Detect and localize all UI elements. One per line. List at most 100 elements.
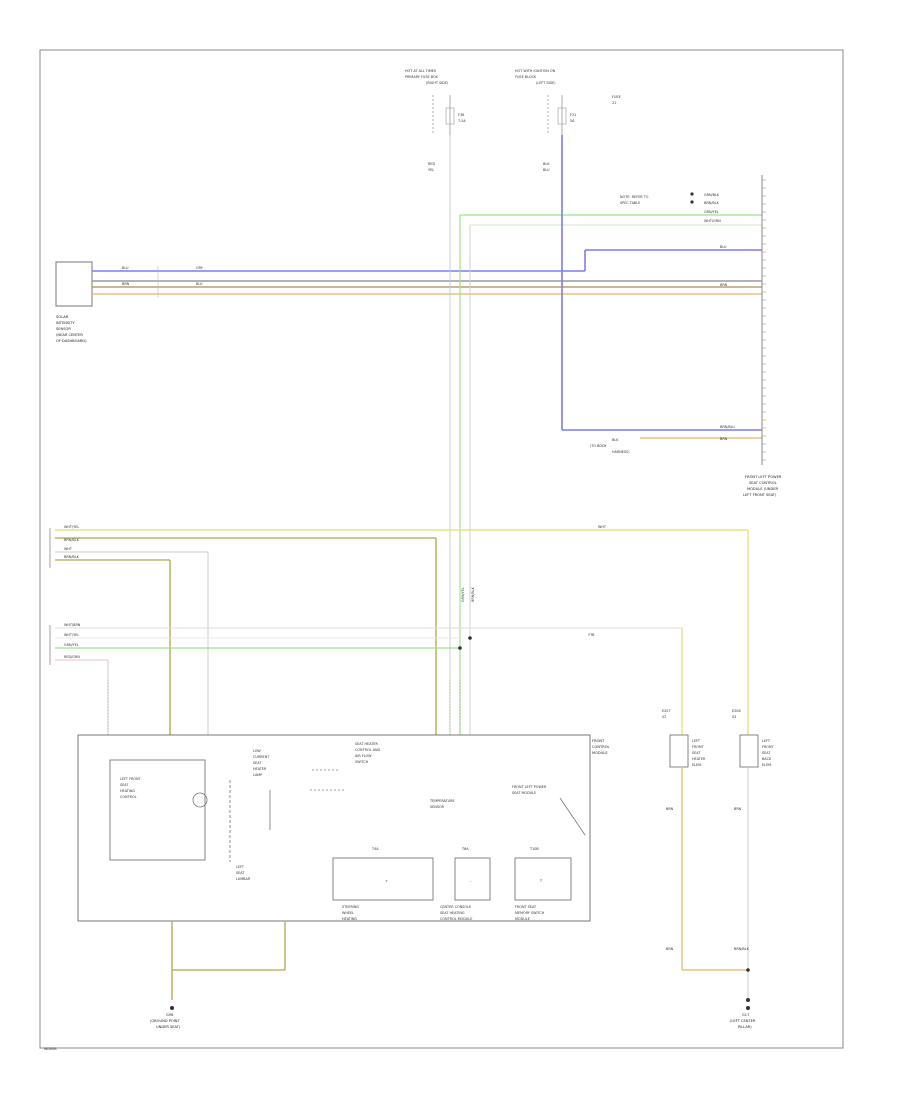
svg-text:S2: S2	[662, 715, 666, 719]
box3-n1: FRONT SEAT	[515, 905, 537, 909]
box2-n3: CONTROL MODULE	[440, 917, 472, 921]
fuse-right-note2: 21	[612, 101, 616, 105]
module-title-3: MODULE	[592, 751, 608, 755]
box-tag-2: T6A	[461, 847, 469, 851]
box1-n2: WHEEL	[342, 911, 354, 915]
wire-right-1: BLK	[543, 162, 550, 166]
t2-2: CONTROL AND	[355, 748, 380, 752]
lc2-label-3: GRN/YEL	[64, 643, 79, 647]
svg-text:LEFT: LEFT	[762, 739, 771, 743]
supply-right-line2: FUSE BLOCK	[515, 75, 537, 79]
seat-control-connector: GRN/BLK BRN/BLK GRN/YEL WHT/GRN BLU BRN …	[590, 175, 782, 497]
top-supply-left: HOT AT ALL TIMES PRIMARY FUSE BOX (RIGHT…	[405, 69, 466, 172]
conn-title-3: MODULE (UNDER	[747, 487, 779, 491]
conn-label-4: WHT/GRN	[704, 219, 721, 223]
top-supply-right: HOT WITH IGNITION ON FUSE BLOCK (LEFT SI…	[515, 69, 621, 172]
lc2-label-4: RED/GRN	[64, 655, 80, 659]
t3-2: SEAT	[236, 871, 245, 875]
t1-4: HEATER	[253, 767, 267, 771]
t3-1: LEFT	[236, 865, 245, 869]
t4-1: TEMPERATURE	[429, 799, 455, 803]
conn-title-2: SEAT CONTROL	[749, 481, 777, 485]
conn-bottom-1: BLK	[612, 438, 619, 442]
box1-n3: HEATING	[342, 917, 357, 921]
lc1-label-3: WHT	[64, 547, 73, 551]
conn-title-4: LEFT FRONT SEAT)	[743, 493, 777, 497]
t1-2: CURRENT	[253, 755, 270, 759]
gnd-left-1: G96	[166, 1013, 174, 1017]
gnd-right-2: (LEFT CENTER	[730, 1019, 756, 1023]
box-sign-1: +	[385, 879, 388, 883]
svg-text:SOLAR: SOLAR	[56, 315, 69, 319]
box-sign-3: T	[539, 879, 543, 883]
sensor-wire-label-1: BLU	[122, 266, 129, 270]
seat-heater-element-1: E207 S2 LEFT FRONT SEAT HEATER ELEM.	[662, 709, 706, 768]
conn-note-1: NOTE: REFER TO	[620, 195, 649, 199]
front-control-module: FRONT CONTROL MODULE LEFT FRONT SEAT HEA…	[77, 734, 610, 922]
svg-text:SEAT: SEAT	[762, 751, 771, 755]
module-wire-ticks	[107, 680, 461, 735]
svg-text:INTENSITY: INTENSITY	[56, 321, 75, 325]
box-sign-2: -	[470, 879, 472, 883]
box3-n2: MEMORY SWITCH	[515, 911, 545, 915]
box2-n2: SEAT HEATING	[440, 911, 465, 915]
t1-5: LAMP	[253, 773, 262, 777]
solar-sensor	[55, 261, 93, 307]
wire-left-2: YEL	[428, 168, 434, 172]
t5-2: SEAT MODULE	[512, 791, 536, 795]
svg-text:E207: E207	[662, 709, 671, 713]
mid-vert-2: BRN/BLK	[471, 586, 475, 602]
inner-3: HEATING	[120, 789, 135, 793]
box3-n3: MODULE	[515, 917, 530, 921]
hw-label-1: BRN	[666, 807, 674, 811]
svg-text:(NEAR CENTER: (NEAR CENTER	[56, 333, 83, 337]
fuse-right-id: F21	[570, 113, 576, 117]
ground-right: G17 (LEFT CENTER PILLAR)	[730, 1006, 756, 1029]
vertical-wires	[449, 135, 762, 735]
supply-right-line3: (LEFT SIDE)	[536, 81, 556, 85]
sensor-wire-label-3: BRN	[122, 282, 130, 286]
gnd-right-3: PILLAR)	[738, 1025, 752, 1029]
conn-bottom-3: HARNESS)	[612, 450, 630, 454]
svg-text:FRONT: FRONT	[762, 745, 775, 749]
t1-1: LOW	[253, 749, 261, 753]
svg-text:E208: E208	[732, 709, 741, 713]
svg-text:BACK: BACK	[762, 757, 772, 761]
inner-4: CONTROL	[120, 795, 137, 799]
wht-label: WHT	[598, 525, 607, 529]
inner-1: LEFT FRONT	[120, 777, 142, 781]
sensor-wire-label-4: BLU	[196, 282, 203, 286]
gnd-left-3: UNDER SEAT)	[156, 1025, 181, 1029]
lc2-label-1: WHT/BRN	[64, 623, 81, 627]
wire-left-1: RED	[428, 162, 435, 166]
svg-text:SEAT: SEAT	[692, 751, 701, 755]
lc2-label-2: WHT/YEL	[64, 633, 79, 637]
heater-ground-wires: BRN BRN BRN BRN/BLK	[666, 767, 750, 1002]
box2-n1: CENTER CONSOLE	[440, 905, 471, 909]
svg-text:HEATER: HEATER	[692, 757, 706, 761]
svg-text:SENSOR: SENSOR	[56, 327, 71, 331]
seat-heater-element-2: E208 S3 LEFT FRONT SEAT BACK ELEM.	[732, 709, 775, 768]
t1-3: SEAT	[253, 761, 262, 765]
hw-label-3: BRN	[666, 947, 674, 951]
lc1-label-4: BRN/BLK	[64, 555, 80, 559]
svg-text:LEFT: LEFT	[692, 739, 701, 743]
fuse-right-note1: FUSE	[612, 95, 621, 99]
conn-label-2: BRN/BLK	[704, 201, 720, 205]
supply-left-line2: PRIMARY FUSE BOX	[405, 75, 438, 79]
ytb-label: YTB	[588, 633, 595, 637]
t2-1: SEAT HEATER	[355, 742, 378, 746]
conn-note-2: SPEC TABLE	[620, 201, 640, 205]
gnd-left-2: (GROUND POINT	[150, 1019, 180, 1023]
t2-4: SWITCH	[355, 760, 369, 764]
t5-1: FRONT LEFT POWER	[512, 785, 547, 789]
solar-sensor-label: SOLAR INTENSITY SENSOR (NEAR CENTER OF D…	[56, 315, 87, 343]
sensor-wire-label-2: GRY	[196, 266, 204, 270]
conn-label-8: BRN	[720, 437, 728, 441]
left-connector-1: WHT/YEL BRN/BLK WHT BRN/BLK WHT	[49, 525, 749, 735]
svg-text:FRONT: FRONT	[692, 745, 705, 749]
box1-n1: STEERING	[342, 905, 359, 909]
supply-left-line1: HOT AT ALL TIMES	[405, 69, 436, 73]
lc1-label-1: WHT/YEL	[64, 525, 79, 529]
